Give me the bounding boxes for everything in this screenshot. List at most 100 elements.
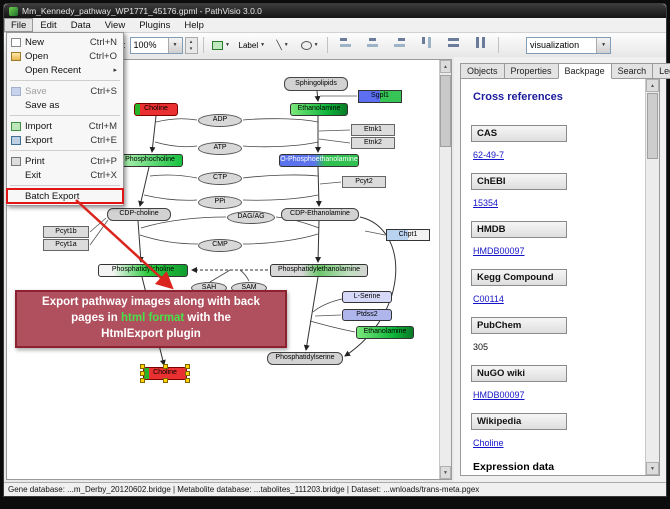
- menu-item-save-as[interactable]: Save as: [7, 98, 123, 112]
- menu-item-batch-export[interactable]: Batch Export: [6, 188, 124, 204]
- label-button-text: Label: [238, 40, 259, 50]
- pathway-node-adp[interactable]: ADP: [198, 114, 242, 127]
- scroll-up-icon[interactable]: ▲: [646, 79, 659, 92]
- pathway-node-ctp[interactable]: CTP: [198, 172, 242, 185]
- shape-tool-button[interactable]: ▼: [297, 35, 322, 56]
- menu-view[interactable]: View: [104, 19, 126, 31]
- tab-properties[interactable]: Properties: [503, 63, 559, 79]
- backpage-scrollbar[interactable]: ▲ ▼: [645, 79, 659, 475]
- visualization-chevron-icon[interactable]: ▼: [596, 37, 611, 53]
- menu-plugins[interactable]: Plugins: [139, 19, 171, 31]
- tab-search[interactable]: Search: [610, 63, 654, 79]
- selection-handle[interactable]: [162, 364, 168, 369]
- pathway-node-cdp-choline[interactable]: CDP-choline: [107, 208, 171, 221]
- spinner-up-icon[interactable]: ▲: [188, 38, 194, 44]
- align-top-button[interactable]: [414, 35, 439, 56]
- pathway-node-phosphocholine[interactable]: Phosphocholine: [117, 154, 183, 167]
- spinner-down-icon[interactable]: ▼: [188, 45, 194, 51]
- selection-handle[interactable]: [185, 364, 190, 369]
- pathway-node-pcyt1a[interactable]: Pcyt1a: [43, 239, 89, 251]
- pathway-node-cmp[interactable]: CMP: [198, 239, 242, 252]
- scroll-down-icon[interactable]: ▼: [646, 462, 659, 475]
- datanode-tool-button[interactable]: ▼: [209, 35, 234, 56]
- annotation-highlight: html format: [120, 312, 185, 324]
- selection-handle[interactable]: [140, 378, 145, 383]
- titlebar[interactable]: Mm_Kennedy_pathway_WP1771_45176.gpml - P…: [4, 4, 666, 18]
- xref-link[interactable]: HMDB00097: [473, 246, 525, 256]
- scroll-down-icon[interactable]: ▼: [440, 466, 451, 479]
- align-right-button[interactable]: [387, 35, 412, 56]
- pathway-node-phosphatidylserine[interactable]: Phosphatidylserine: [267, 352, 343, 365]
- annotation-line3: HtmlExport plugin: [101, 328, 201, 340]
- xref-link[interactable]: Choline: [473, 438, 504, 448]
- pathway-node-choline[interactable]: Choline: [134, 103, 178, 116]
- pathway-node-ppi[interactable]: PPi: [198, 196, 242, 209]
- menu-help[interactable]: Help: [184, 19, 204, 31]
- pathway-node-sgpl1[interactable]: Sgpl1: [358, 90, 402, 103]
- scroll-up-icon[interactable]: ▲: [440, 60, 451, 73]
- pathway-node-ethanolamine[interactable]: Ethanolamine: [290, 103, 348, 116]
- xref-link[interactable]: HMDB00097: [473, 390, 525, 400]
- selection-handle[interactable]: [140, 364, 145, 369]
- pathway-node-etnk1[interactable]: Etnk1: [351, 124, 395, 136]
- menu-file[interactable]: File: [4, 18, 34, 32]
- pathway-node-ptdss2[interactable]: Ptdss2: [342, 309, 392, 321]
- toolbar-separator: [327, 37, 329, 53]
- pathway-node-l-serine[interactable]: L-Serine: [342, 291, 392, 303]
- align-right-icon: [393, 36, 406, 54]
- pathway-node-dag-ag[interactable]: DAG/AG: [227, 211, 275, 224]
- scroll-thumb[interactable]: [440, 75, 451, 147]
- pathway-node-ethanolamine[interactable]: Ethanolamine: [356, 326, 414, 339]
- selection-handle[interactable]: [162, 378, 168, 383]
- canvas-vertical-scrollbar[interactable]: ▲ ▼: [439, 60, 451, 479]
- selection-handle[interactable]: [185, 378, 190, 383]
- zoom-spinner[interactable]: ▲▼: [184, 36, 198, 54]
- tab-backpage[interactable]: Backpage: [557, 63, 612, 79]
- pathway-node-sphingolipids[interactable]: Sphingolipids: [284, 77, 348, 91]
- scroll-track[interactable]: [440, 73, 451, 466]
- expression-data-label: Expression data: [473, 461, 555, 473]
- align-center-button[interactable]: [360, 35, 385, 56]
- pathway-node-cdp-ethanolamine[interactable]: CDP-Ethanolamine: [281, 208, 359, 221]
- menu-data[interactable]: Data: [70, 19, 91, 31]
- save-icon: [11, 86, 21, 96]
- xref-link[interactable]: 15354: [473, 198, 499, 208]
- pathway-node-chpt1[interactable]: Chpt1: [386, 229, 430, 241]
- menu-item-open-recent[interactable]: Open Recent▸: [7, 63, 123, 77]
- selection-handle[interactable]: [140, 371, 145, 376]
- zoom-combobox[interactable]: 100% ▼: [129, 36, 183, 54]
- xref-link[interactable]: 62-49-7: [473, 150, 505, 160]
- tab-objects[interactable]: Objects: [460, 63, 505, 79]
- match-height-button[interactable]: [468, 35, 493, 56]
- tab-legend[interactable]: Legend: [652, 63, 670, 79]
- label-tool-button[interactable]: Label▼: [236, 35, 269, 56]
- selection-handle[interactable]: [185, 371, 190, 376]
- menu-shortcut: Ctrl+E: [90, 134, 117, 146]
- align-left-button[interactable]: [333, 35, 358, 56]
- menu-edit[interactable]: Edit: [40, 19, 57, 31]
- pathway-node-pcyt1b[interactable]: Pcyt1b: [43, 226, 89, 238]
- menu-separator: [10, 185, 120, 186]
- pathway-node-o-phosphoethanolamine[interactable]: O-Phosphoethanolamine: [279, 154, 359, 167]
- visualization-combobox[interactable]: visualization ▼: [526, 36, 612, 54]
- menu-item-label: Open Recent: [25, 64, 81, 76]
- zoom-chevron-down-icon[interactable]: ▼: [167, 37, 182, 53]
- scroll-thumb[interactable]: [647, 93, 658, 159]
- xref-link[interactable]: C00114: [473, 294, 504, 304]
- pathway-node-phosphatidylethanolamine[interactable]: Phosphatidylethanolamine: [270, 264, 368, 277]
- pathway-node-pcyt2[interactable]: Pcyt2: [342, 176, 386, 188]
- backpage-section-value: Choline: [473, 438, 642, 448]
- line-tool-button[interactable]: ╲▼: [270, 35, 295, 56]
- pathway-node-atp[interactable]: ATP: [198, 142, 242, 155]
- zoom-value: 100%: [133, 40, 157, 50]
- pathway-node-phosphatidylcholine[interactable]: Phosphatidylcholine: [98, 264, 188, 277]
- match-width-button[interactable]: [441, 35, 466, 56]
- pathway-node-etnk2[interactable]: Etnk2: [351, 137, 395, 149]
